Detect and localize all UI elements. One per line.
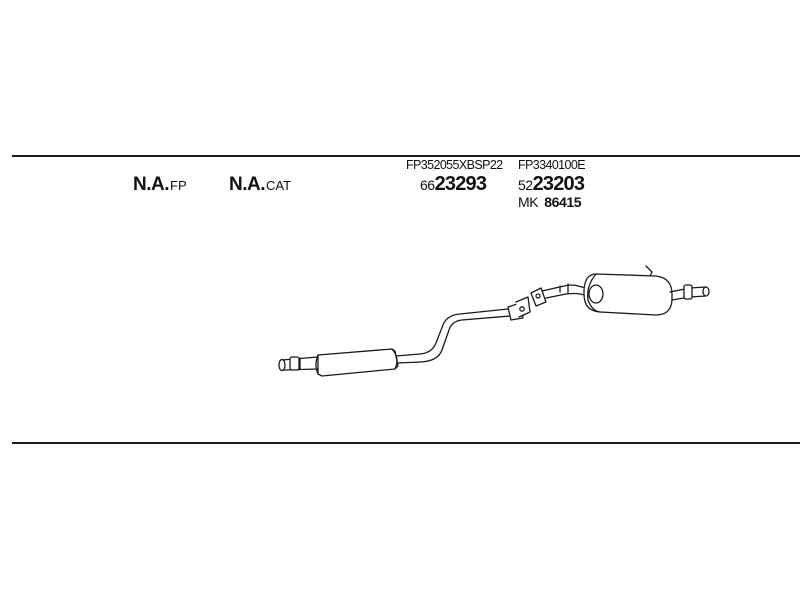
- na-text: N.A.: [133, 174, 170, 195]
- part-number-main: 23293: [434, 173, 487, 195]
- mounting-kit-number: 86415: [544, 194, 582, 210]
- part-code: FP3340100E: [518, 158, 586, 172]
- na-front-pipe-label: N.A.FP: [133, 174, 187, 196]
- part-code: FP352055XBSP22: [406, 158, 503, 172]
- mounting-kit-label: MK 86415: [518, 194, 582, 210]
- part-number-main: 23203: [532, 173, 585, 195]
- part-number: 5223203: [518, 173, 585, 196]
- part-number: 6623293: [420, 173, 487, 196]
- na-text: N.A.: [229, 174, 266, 195]
- mounting-kit-prefix: MK: [518, 194, 539, 210]
- tailpipe: [669, 284, 710, 301]
- na-suffix: FP: [170, 178, 187, 193]
- part-number-prefix: 52: [518, 177, 533, 193]
- part-number-prefix: 66: [420, 177, 435, 193]
- front-pipe-inlet: [278, 356, 319, 372]
- part-label-rear-silencer: FP3340100E 5223203: [518, 158, 586, 195]
- connecting-pipe: [395, 296, 531, 364]
- bottom-divider: [12, 442, 800, 444]
- part-label-middle-silencer: FP352055XBSP22 6623293: [406, 158, 503, 195]
- na-catalyst-label: N.A.CAT: [229, 174, 291, 196]
- rear-pipe: [530, 283, 595, 307]
- middle-silencer: [315, 348, 399, 377]
- na-suffix: CAT: [266, 178, 292, 193]
- top-divider: [12, 155, 800, 157]
- rear-silencer: [583, 265, 673, 316]
